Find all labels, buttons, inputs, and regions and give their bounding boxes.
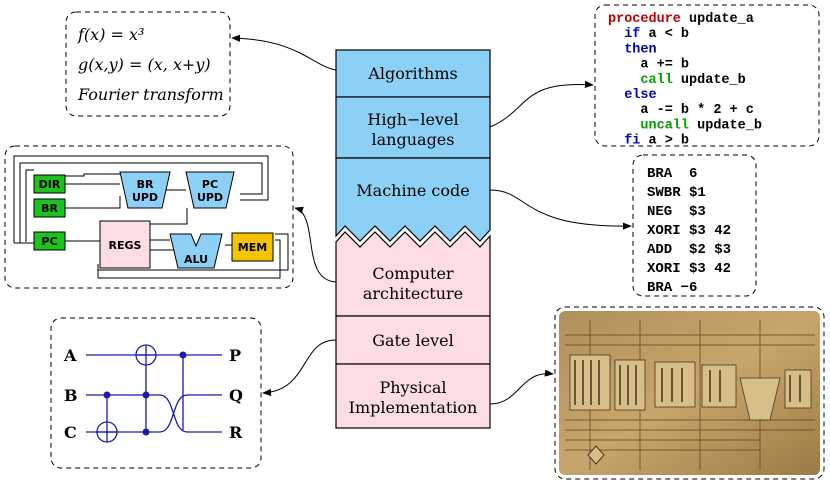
gate-circuit-box: A B C P Q R — [50, 317, 262, 469]
code-token: uncall — [608, 118, 689, 133]
abstraction-stack: Algorithms High−level languages Machine … — [335, 49, 491, 429]
layer-gate-level — [335, 315, 491, 365]
pc-upd-label-1: PC — [202, 178, 218, 191]
code-token: update_b — [673, 73, 746, 88]
alu-block — [169, 233, 223, 269]
br-upd-label-1: BR — [137, 178, 154, 191]
mem-label: MEM — [238, 241, 267, 254]
pc-upd-label-2: UPD — [197, 191, 223, 204]
mem-block — [231, 232, 274, 262]
code-box: procedure update_a if a < b then a += b … — [594, 4, 820, 149]
algo-line-2: g(x,y) = (x, x+y) — [78, 55, 211, 74]
architecture-box: DIR BR PC BR UPD PC UPD REGS ALU MEM — [4, 145, 294, 289]
arrow-to-machine-code — [489, 189, 632, 230]
code-token: fi — [608, 134, 640, 149]
output-q: Q — [229, 386, 243, 405]
layer-high-level-languages — [335, 96, 491, 159]
code-line: procedure update_a — [608, 12, 754, 27]
layer-physical-implementation — [335, 363, 491, 429]
code-token: update_a — [681, 12, 754, 27]
arrow-to-architecture — [294, 206, 337, 283]
br-block — [33, 198, 66, 218]
pc-block — [33, 231, 66, 251]
label-physical-1: Physical — [379, 378, 446, 397]
machine-code-box: BRA 6 SWBR $1 NEG $3 XORI $3 42 ADD $2 $… — [632, 154, 757, 297]
code-line: uncall update_b — [608, 118, 762, 133]
label-high-level-2: languages — [372, 130, 455, 149]
layer-computer-architecture — [335, 231, 491, 317]
arrow-to-code — [489, 80, 594, 128]
code-line: then — [608, 42, 657, 57]
regs-block — [99, 220, 151, 269]
output-r: R — [229, 423, 243, 442]
connector-arrows — [231, 34, 632, 405]
asm-line-3: NEG $3 — [647, 204, 706, 220]
code-line: if a < b — [608, 27, 689, 42]
input-c: C — [64, 423, 77, 442]
dir-block — [33, 174, 66, 194]
asm-line-7: BRA −6 — [647, 280, 697, 296]
br-upd-label-2: UPD — [132, 191, 158, 204]
pc-upd-block — [185, 171, 235, 209]
br-label: BR — [41, 202, 58, 215]
code-token: a < b — [640, 27, 689, 42]
chip-photo — [554, 306, 825, 480]
algorithms-box: f(x) = x³ g(x,y) = (x, x+y) Fourier tran… — [65, 11, 231, 117]
dir-label: DIR — [39, 178, 61, 191]
asm-line-1: BRA 6 — [647, 166, 697, 182]
arrow-to-gates — [262, 339, 337, 397]
code-token: procedure — [608, 12, 681, 27]
input-a: A — [63, 346, 77, 365]
br-upd-block — [119, 171, 171, 209]
code-line: call update_b — [608, 73, 746, 88]
layer-machine-code — [335, 157, 491, 242]
pc-label: PC — [41, 235, 57, 248]
input-b: B — [64, 386, 78, 405]
alu-label: ALU — [184, 253, 208, 266]
code-line: a -= b * 2 + c — [608, 103, 754, 118]
output-p: P — [229, 346, 241, 365]
layer-algorithms — [335, 49, 491, 98]
asm-line-5: ADD $2 $3 — [647, 242, 731, 258]
code-token: call — [608, 73, 673, 88]
label-computer-architecture-2: architecture — [363, 284, 463, 303]
asm-line-2: SWBR $1 — [647, 185, 706, 201]
code-token: a > b — [640, 134, 689, 149]
asm-line-6: XORI $3 42 — [647, 261, 731, 277]
code-token: then — [608, 42, 657, 57]
arrow-to-chip — [489, 369, 554, 405]
algo-line-1: f(x) = x³ — [77, 25, 144, 44]
label-algorithms: Algorithms — [367, 64, 457, 83]
code-token: update_b — [689, 118, 762, 133]
code-token: a += b — [608, 58, 689, 73]
algo-line-3: Fourier transform — [77, 85, 224, 104]
label-physical-2: Implementation — [349, 398, 478, 417]
code-token: a -= b * 2 + c — [608, 103, 754, 118]
label-gate-level: Gate level — [372, 331, 454, 350]
code-line: a += b — [608, 58, 689, 73]
label-machine-code: Machine code — [356, 181, 469, 200]
label-high-level-1: High−level — [367, 110, 458, 129]
label-computer-architecture-1: Computer — [372, 264, 453, 283]
asm-line-4: XORI $3 42 — [647, 223, 731, 239]
control-dots — [103, 351, 187, 436]
architecture-wires — [13, 155, 289, 279]
code-lines: procedure update_a if a < b then a += b … — [608, 12, 762, 149]
code-line: fi a > b — [608, 134, 689, 149]
code-token: else — [608, 88, 657, 103]
code-line: else — [608, 88, 657, 103]
code-token: if — [608, 27, 640, 42]
regs-label: REGS — [109, 239, 142, 252]
arrow-to-algorithms — [231, 34, 337, 71]
